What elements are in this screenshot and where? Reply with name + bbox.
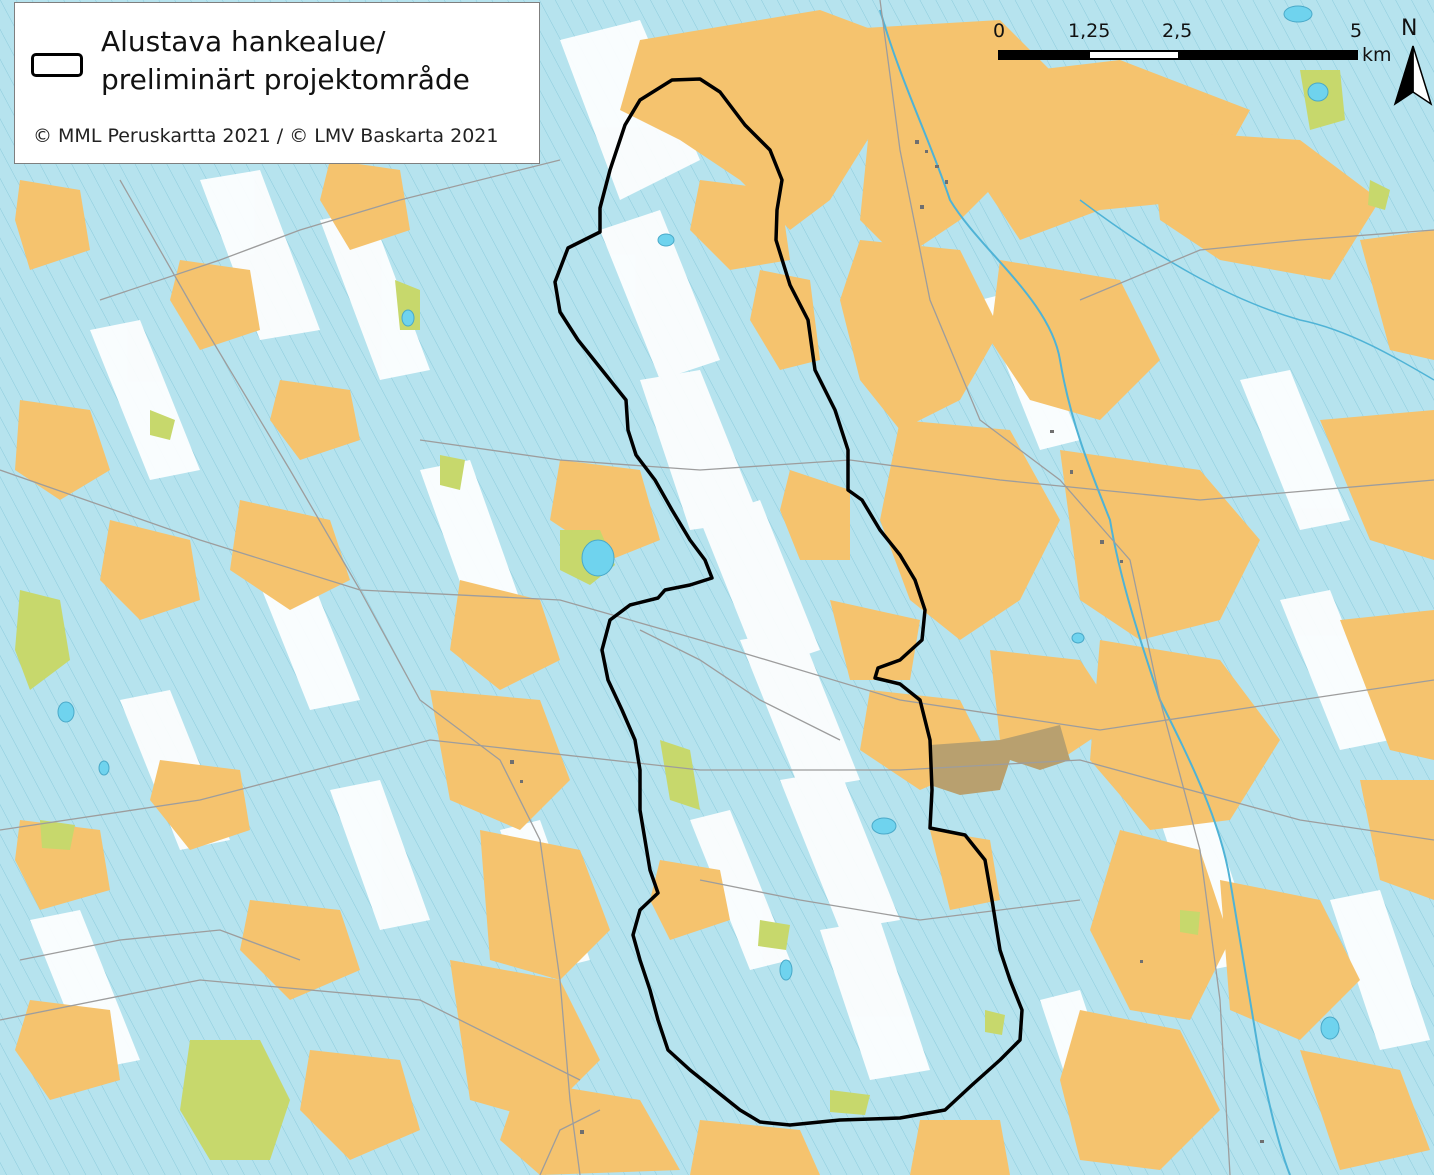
- map-credit: © MML Peruskartta 2021 / © LMV Baskarta …: [33, 125, 499, 147]
- scale-tick-2: 2,5: [1162, 20, 1193, 42]
- field-areas: [15, 10, 1434, 1175]
- river: [879, 9, 1291, 1175]
- scale-bar-graphic: [998, 50, 1358, 60]
- project-area-boundary[interactable]: [553, 77, 1024, 1127]
- north-letter: N: [1401, 16, 1418, 41]
- north-arrow-icon: [1393, 45, 1433, 106]
- scale-tick-0: 0: [993, 20, 1006, 42]
- project-area-swatch: [31, 53, 83, 77]
- legend-label-line2: preliminärt projektområde: [101, 63, 470, 96]
- legend-label: Alustava hankealue/ preliminärt projekto…: [101, 23, 531, 99]
- water-bodies: [57, 5, 1340, 1040]
- legend-label-line1: Alustava hankealue/: [101, 25, 386, 58]
- north-arrow: N: [1393, 16, 1433, 108]
- scale-unit: km: [1362, 44, 1392, 66]
- stream: [1079, 199, 1434, 381]
- settlement-marks: [510, 140, 1264, 1143]
- peat-area: [930, 725, 1070, 795]
- scale-tick-3: 5: [1350, 20, 1363, 42]
- map-legend: Alustava hankealue/ preliminärt projekto…: [14, 2, 540, 164]
- scale-tick-1: 1,25: [1068, 20, 1111, 42]
- scale-bar: 0 1,25 2,5 5 km: [990, 18, 1430, 78]
